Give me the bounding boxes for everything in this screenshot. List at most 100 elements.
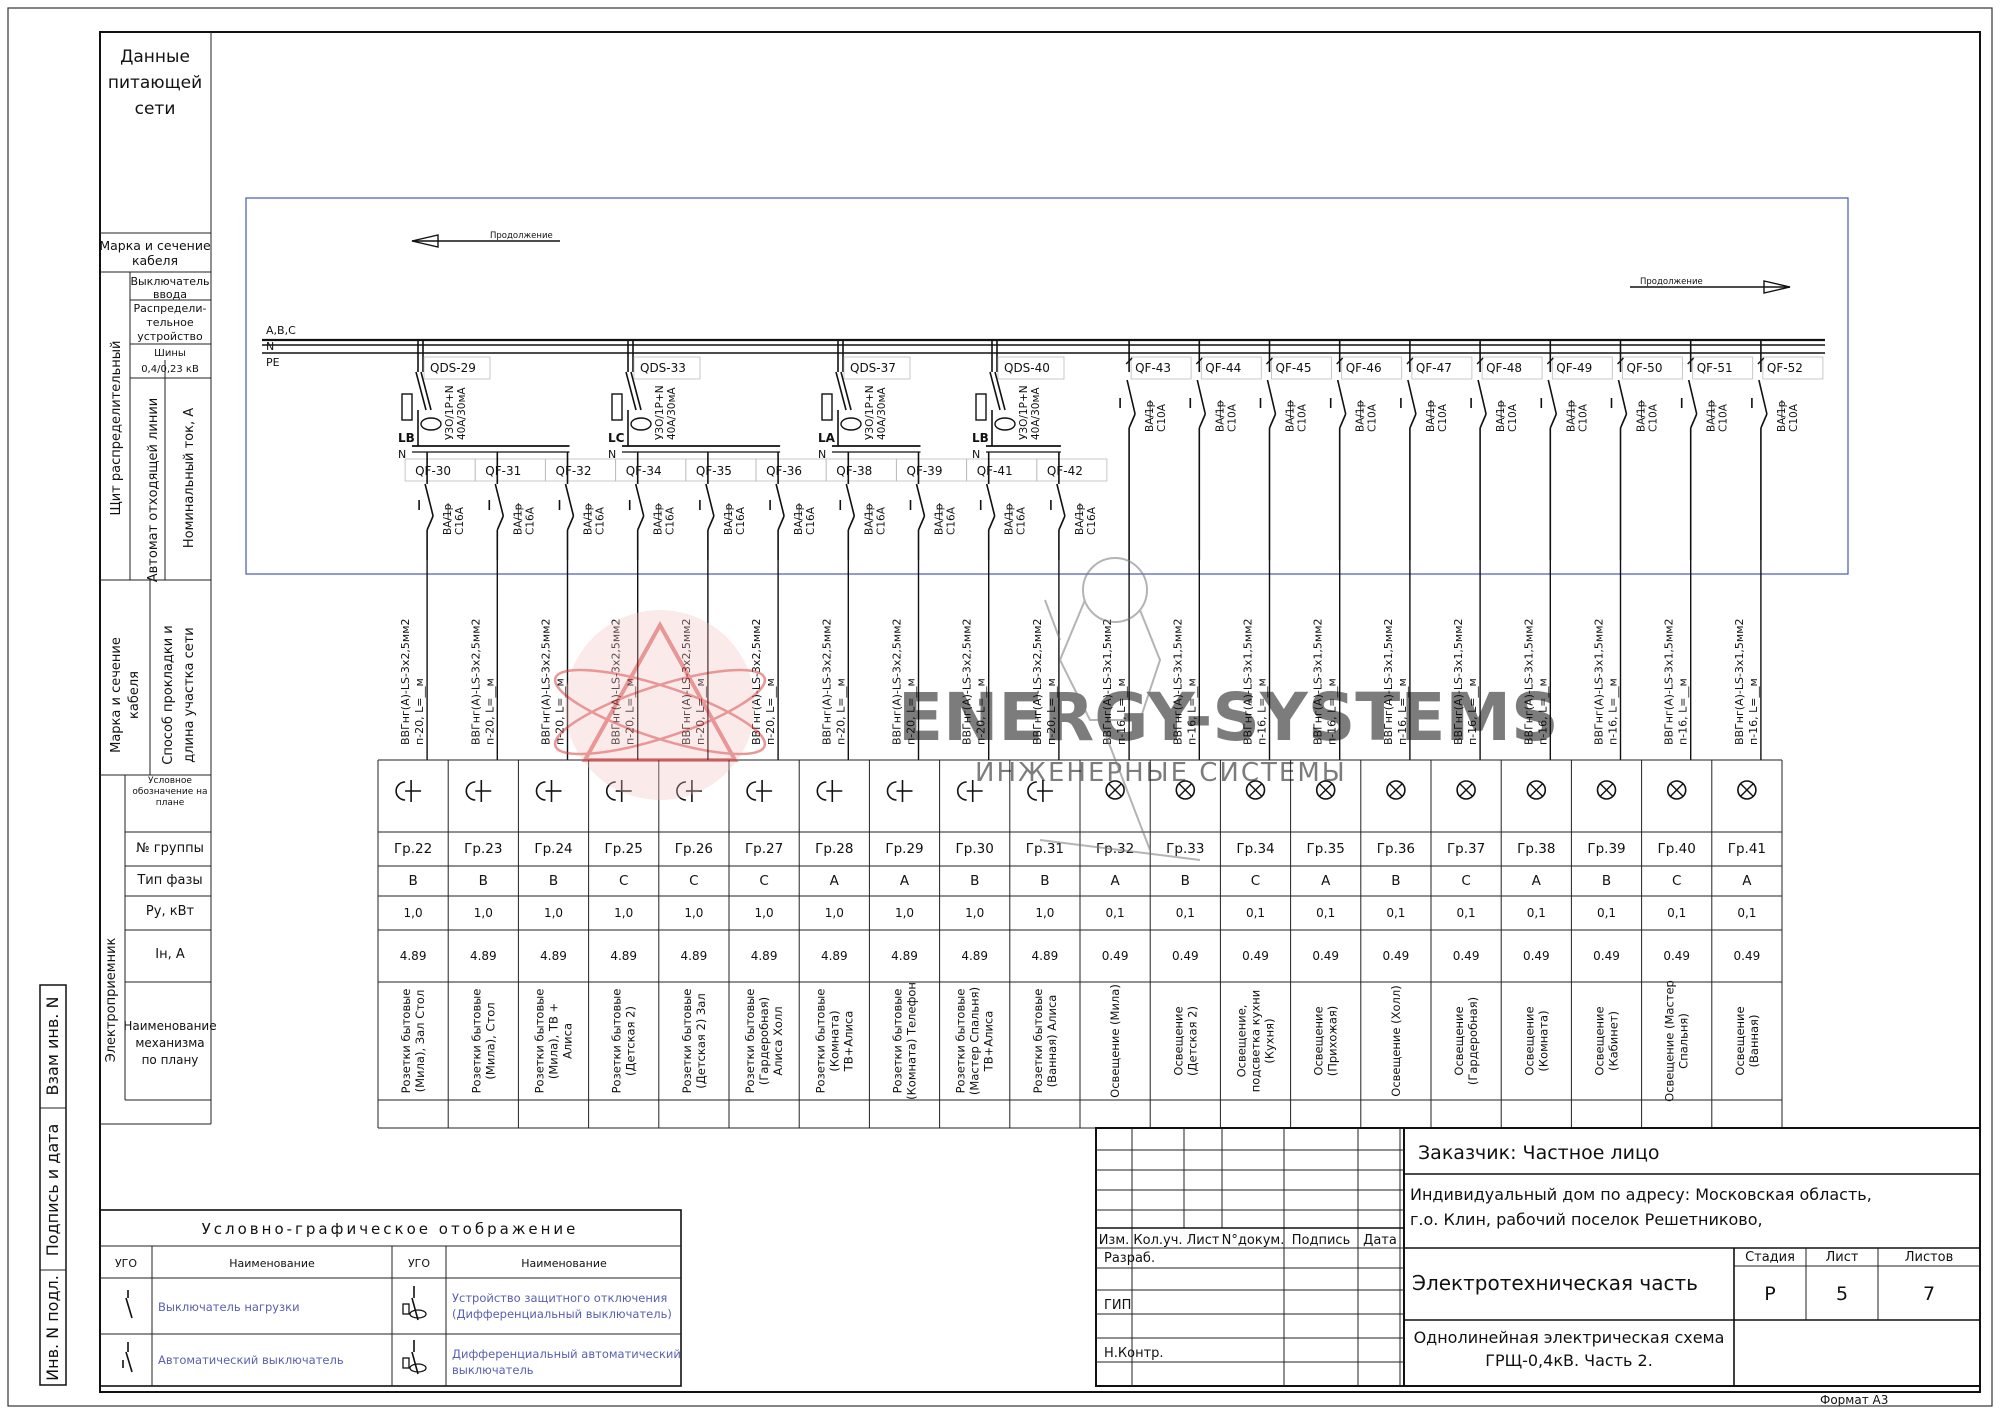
group-name: Алиса xyxy=(561,1023,575,1059)
legend-diff-1: Дифференциальный автоматический xyxy=(452,1347,681,1361)
cable-laying: п-20, L=__м xyxy=(554,678,567,745)
group-name: (Детская 2) Зал xyxy=(694,993,708,1088)
symbol-on-plan-label: Условное xyxy=(148,776,192,786)
breaker-id: QF-47 xyxy=(1416,361,1452,375)
socket-symbol-icon xyxy=(886,780,913,802)
group-current: 4.89 xyxy=(681,949,708,963)
group-phase: А xyxy=(830,873,840,889)
breaker-id: QF-41 xyxy=(977,464,1013,478)
rcd-rating: 40A/30мА xyxy=(666,387,678,440)
group-current: 0.49 xyxy=(1593,949,1620,963)
cable-laying: п-16, L=__м xyxy=(1115,678,1128,745)
breaker-id: QF-49 xyxy=(1556,361,1592,375)
cable-laying: п-20, L=__м xyxy=(905,678,918,745)
group-name: (Ванная) Алиса xyxy=(1045,995,1059,1088)
group-power: 1,0 xyxy=(474,906,493,920)
group-current: 0.49 xyxy=(1663,949,1690,963)
cable-type: ВВГнг(А)-LS-3х2,5мм2 xyxy=(1031,618,1044,745)
group-name: Освещение (Мила) xyxy=(1108,984,1122,1098)
cable-laying: п-16, L=__м xyxy=(1536,678,1549,745)
rcd-icon xyxy=(402,1286,427,1321)
breaker-id: QF-51 xyxy=(1697,361,1733,375)
group-name: (Комната) xyxy=(1536,1010,1550,1071)
cable-laying: п-16, L=__м xyxy=(1396,678,1409,745)
svg-text:устройство: устройство xyxy=(137,330,203,343)
lamp-symbol-icon xyxy=(1526,780,1547,800)
cable-brand-label: Марка и сечение xyxy=(99,238,211,253)
breaker-rating: С10А xyxy=(1718,403,1730,432)
group-current: 4.89 xyxy=(891,949,918,963)
distribution-device-label: Распредели- xyxy=(134,302,207,315)
rcd-phase: LC xyxy=(608,431,625,445)
in-label: Iн, А xyxy=(155,947,185,962)
group-current: 0.49 xyxy=(1734,949,1761,963)
cable-type: ВВГнг(А)-LS-3х1,5мм2 xyxy=(1733,618,1746,745)
legend-diff-2: выключатель xyxy=(452,1363,534,1377)
group-name: Освещение xyxy=(1593,1006,1607,1075)
breaker-id: QF-50 xyxy=(1627,361,1663,375)
tb-podpis: Подпись xyxy=(1292,1233,1350,1248)
watermark-figure xyxy=(1039,557,1201,861)
group-phase: С xyxy=(619,873,628,889)
group-name: (Мила), Стол xyxy=(483,1002,497,1079)
breaker-id: QF-39 xyxy=(907,464,943,478)
group-current: 4.89 xyxy=(961,949,988,963)
tb-ndoc: N°докум. xyxy=(1222,1233,1285,1248)
group-phase: С xyxy=(1672,873,1681,889)
group-name: Алиса Холл xyxy=(771,1006,785,1075)
group-number: Гр.30 xyxy=(956,841,994,857)
legend-col-ugo-2: УГО xyxy=(408,1257,430,1270)
svg-text:по плану: по плану xyxy=(142,1053,199,1067)
rcd-phase: LB xyxy=(398,431,415,445)
group-number: Гр.22 xyxy=(394,841,432,857)
rcd-spec: УЗО/1Р+N xyxy=(1018,385,1030,440)
group-name: Розетки бытовые xyxy=(813,989,827,1094)
cable-type: ВВГнг(А)-LS-3х1,5мм2 xyxy=(1242,618,1255,745)
breaker-id: QF-48 xyxy=(1486,361,1522,375)
bus-bars: А,В,С N PE xyxy=(262,324,1825,369)
group-phase: В xyxy=(970,873,979,889)
tb-section: Электротехническая часть xyxy=(1412,1271,1698,1295)
group-name: Освещение xyxy=(1312,1006,1326,1075)
group-number: Гр.26 xyxy=(675,841,713,857)
socket-symbol-icon xyxy=(465,780,492,802)
svg-text:питающей: питающей xyxy=(108,73,202,93)
tb-format: Формат А3 xyxy=(1820,1393,1888,1407)
outgoing-breaker-label: Автомат отходящей линии xyxy=(146,398,161,583)
legend-col-name-2: Наименование xyxy=(521,1257,607,1270)
breaker-rating: С16А xyxy=(1016,506,1028,535)
breaker-id: QF-52 xyxy=(1767,361,1803,375)
group-name: (Комната) xyxy=(827,1010,841,1071)
group-name: (Ванная) xyxy=(1747,1015,1761,1068)
breaker-rating: С10А xyxy=(1648,403,1660,432)
rcd-id: QDS-33 xyxy=(640,361,686,375)
group-number: Гр.37 xyxy=(1447,841,1485,857)
cable-type: ВВГнг(А)-LS-3х1,5мм2 xyxy=(1312,618,1325,745)
cable-type: ВВГнг(А)-LS-3х2,5мм2 xyxy=(469,618,482,745)
svg-text:плане: плане xyxy=(156,798,185,808)
breaker-id: QF-32 xyxy=(556,464,592,478)
nominal-current-label: Номинальный ток, А xyxy=(182,408,197,548)
left-header-panel: Данные питающей сети Марка и сечение каб… xyxy=(99,32,217,1125)
legend: Условно-графическое отображение УГО Наим… xyxy=(99,1209,682,1387)
lamp-symbol-icon xyxy=(1456,780,1476,800)
breaker-rating: С10А xyxy=(1367,403,1379,432)
cable-type: ВВГнг(А)-LS-3х1,5мм2 xyxy=(1593,618,1606,745)
tb-list: Лист xyxy=(1187,1233,1220,1248)
rcd-spec: УЗО/1Р+N xyxy=(864,385,876,440)
breaker-rating: С16А xyxy=(595,506,607,535)
socket-symbol-icon xyxy=(535,780,562,802)
cable-laying: п-16, L=__м xyxy=(1466,678,1479,745)
diff-breaker-icon xyxy=(402,1340,427,1375)
cable-laying: п-20, L=__м xyxy=(1045,678,1058,745)
group-current: 4.89 xyxy=(470,949,497,963)
group-number: Гр.28 xyxy=(815,841,853,857)
tb-izm: Изм. xyxy=(1099,1233,1130,1248)
breaker-id: QF-44 xyxy=(1205,361,1241,375)
